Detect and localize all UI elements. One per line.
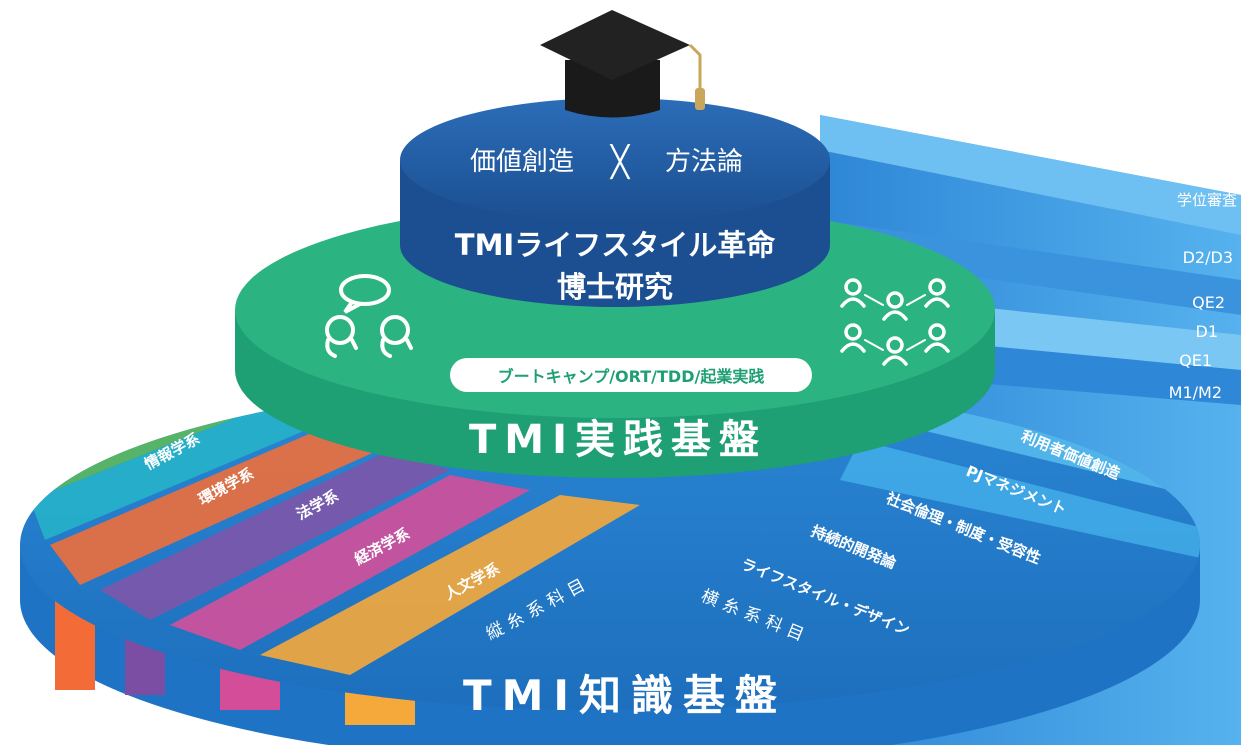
base-tier: [20, 380, 1200, 745]
stage-band-2: [820, 220, 1241, 315]
subject-engineering: 工学系: [93, 399, 141, 436]
stage-degree-review: 学位審査: [1177, 191, 1237, 209]
middle-tier-title: TMI実践基盤: [469, 417, 767, 463]
stage-band-1: [820, 115, 1241, 235]
team-network-icon: [840, 278, 950, 366]
cross-symbol: ╳: [609, 144, 631, 180]
base-tier-title: TMI知識基盤: [463, 671, 787, 720]
stage-d2-d3: D2/D3: [1183, 248, 1233, 267]
doctoral-title-line2: 博士研究: [557, 270, 673, 304]
stage-labels: 学位審査 D2/D3 QE2 D1 QE1 M1/M2: [1169, 191, 1237, 402]
stage-qe1: QE1: [1179, 351, 1212, 370]
top-tier: 価値創造 ╳ 方法論 TMIライフスタイル革命 博士研究: [400, 98, 830, 307]
stage-qe2: QE2: [1192, 293, 1225, 312]
practice-pill: [450, 358, 812, 392]
methodology-label: 方法論: [665, 147, 743, 177]
stage-d1: D1: [1196, 322, 1219, 341]
stage-m1-m2: M1/M2: [1169, 383, 1222, 402]
discussion-icon: [325, 274, 413, 358]
practice-pill-label: ブートキャンプ/ORT/TDD/起業実践: [498, 367, 765, 386]
graduation-cap-icon: [540, 10, 705, 118]
doctoral-title-line1: TMIライフスタイル革命: [455, 228, 776, 262]
top-disc: [400, 98, 830, 222]
value-creation-label: 価値創造: [470, 147, 574, 177]
